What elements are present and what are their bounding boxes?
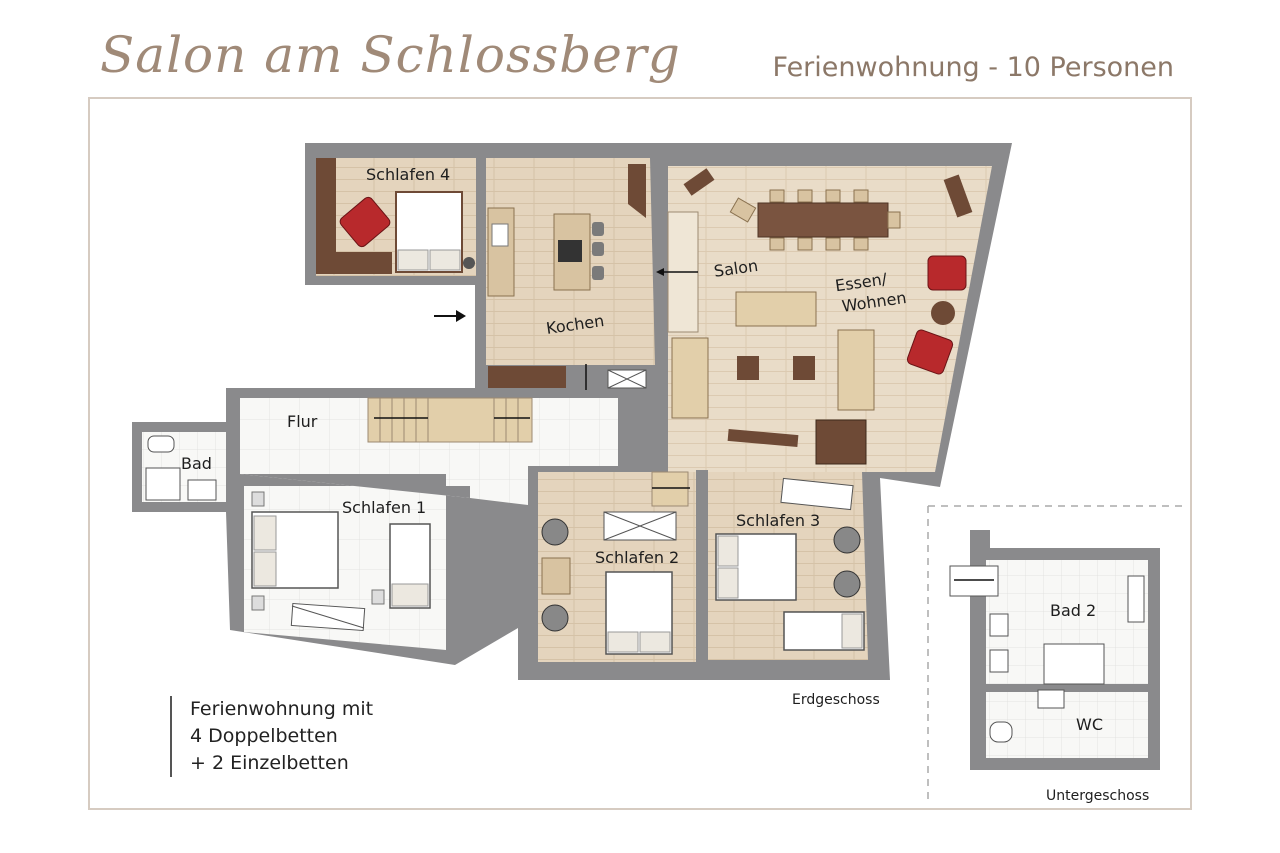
plan-frame: [88, 97, 1192, 810]
label-bad: Bad: [181, 454, 212, 473]
label-wc: WC: [1076, 715, 1103, 734]
page-title: Salon am Schlossberg: [100, 26, 681, 84]
stairs-salon: [656, 211, 699, 333]
entrance-arrow-icon: [434, 310, 466, 322]
legend-line-2: 4 Doppelbetten: [190, 725, 338, 747]
label-schlafen-1: Schlafen 1: [342, 498, 426, 517]
label-schlafen-4: Schlafen 4: [366, 165, 450, 184]
room-salon: [668, 166, 992, 472]
label-erdgeschoss: Erdgeschoss: [792, 692, 880, 708]
dining-table: [757, 202, 889, 238]
label-untergeschoss: Untergeschoss: [1046, 788, 1149, 804]
label-bad-2: Bad 2: [1050, 601, 1096, 620]
legend-line-3: + 2 Einzelbetten: [190, 752, 349, 774]
page-subtitle: Ferienwohnung - 10 Personen: [772, 52, 1174, 83]
legend: Ferienwohnung mit 4 Doppelbetten + 2 Ein…: [170, 696, 373, 777]
basement-plan: [949, 530, 1160, 770]
stairs-flur: [367, 397, 533, 443]
kitchen-counter: [487, 207, 515, 297]
label-schlafen-2: Schlafen 2: [595, 548, 679, 567]
legend-line-1: Ferienwohnung mit: [190, 698, 374, 720]
label-flur: Flur: [287, 412, 318, 431]
armchair-red: [339, 196, 391, 248]
sofa: [735, 291, 817, 327]
label-schlafen-3: Schlafen 3: [736, 511, 820, 530]
